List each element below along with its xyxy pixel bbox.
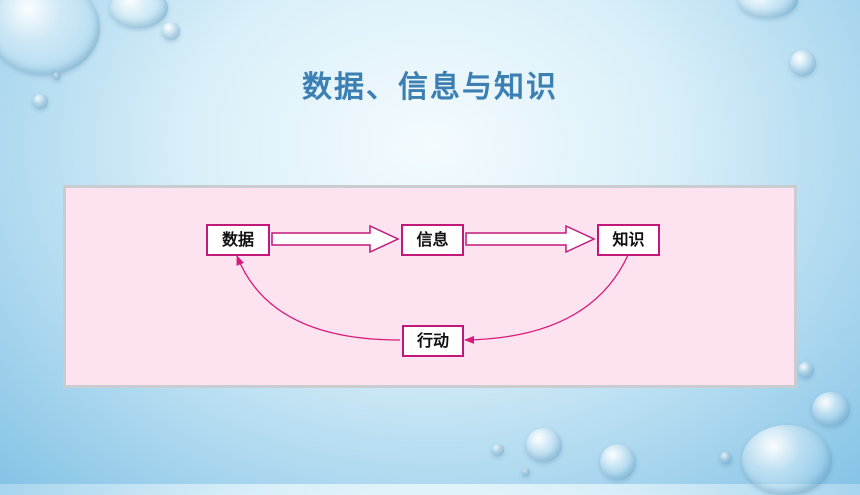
- arrow-data-to-info: [271, 224, 400, 254]
- arrow-action-to-data: [236, 255, 401, 341]
- arrow-info-to-knowledge: [465, 224, 596, 254]
- water-drop-icon: [492, 444, 504, 456]
- water-drop-icon: [720, 452, 732, 464]
- water-drop-icon: [162, 22, 180, 40]
- water-drop-icon: [798, 362, 814, 378]
- node-knowledge: 知识: [597, 224, 660, 256]
- water-drop-icon: [738, 0, 798, 18]
- water-drop-icon: [790, 50, 816, 76]
- water-drop-icon: [742, 425, 832, 495]
- water-drop-icon: [812, 392, 850, 426]
- node-action: 行动: [402, 325, 464, 357]
- water-drop-icon: [522, 468, 530, 476]
- node-information: 信息: [401, 224, 464, 256]
- slide-title: 数据、信息与知识: [302, 70, 558, 105]
- node-data: 数据: [206, 224, 270, 256]
- arrow-knowledge-to-action: [464, 254, 629, 344]
- water-drop-icon: [33, 94, 48, 109]
- water-drop-icon: [53, 72, 61, 80]
- water-drop-icon: [600, 444, 636, 480]
- diagram-connectors: [236, 224, 629, 344]
- water-drop-icon: [526, 428, 562, 462]
